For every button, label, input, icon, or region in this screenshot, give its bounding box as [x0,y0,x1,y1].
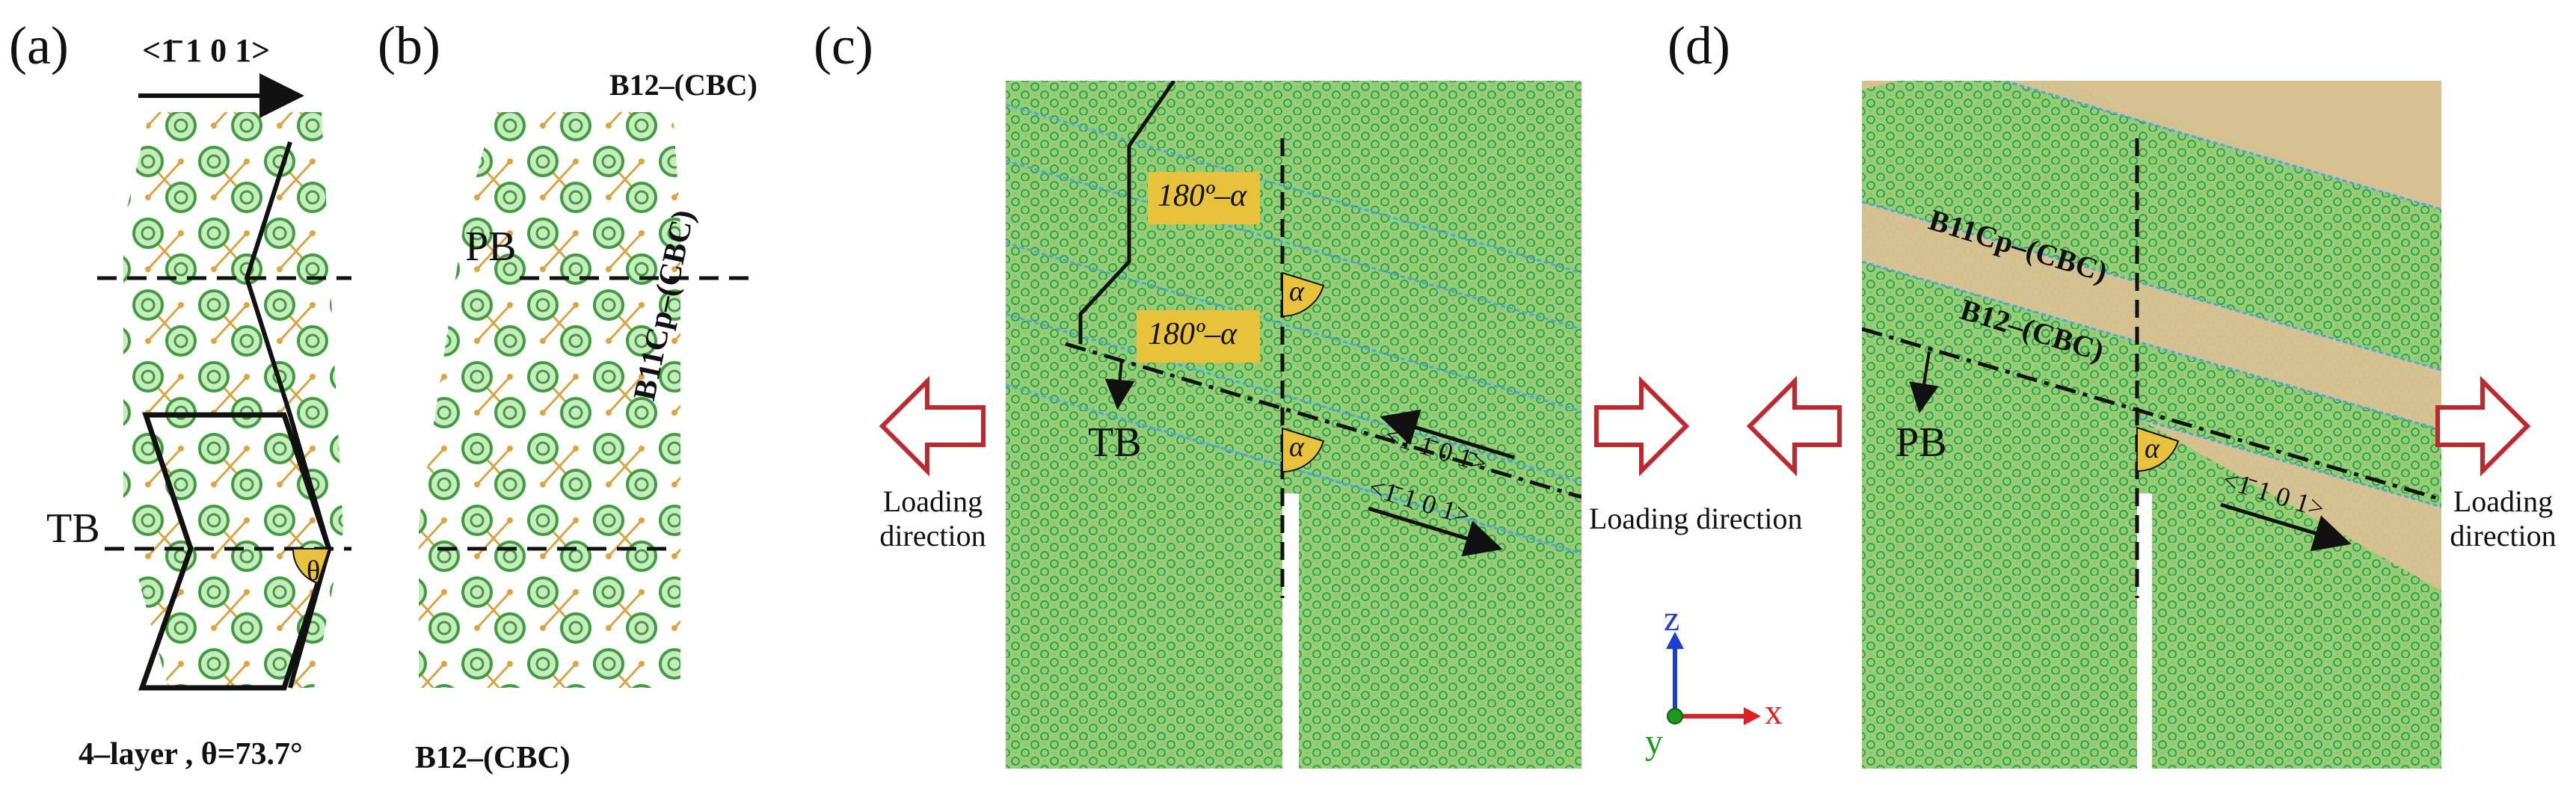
panel-a-unit-cell [138,412,332,691]
loading-arrow-d-right [2435,375,2531,477]
panel-b-structure [419,112,755,688]
panel-c-notch [1282,493,1299,769]
panel-d-notch [2137,493,2152,769]
panel-c-arrow-1 [1380,409,1515,460]
axes-indicator [1666,632,1761,725]
panel-c-tb-line [1065,342,1581,499]
panel-d-pb-line [1862,327,2441,502]
loading-arrow-c-left [879,375,986,477]
panel-a-structure [97,73,351,691]
axis-y-label: y [1645,722,1663,762]
panel-d-alpha-sector [2136,426,2180,472]
panel-c-angle-label-1: 180º–α [1158,179,1247,213]
panel-a-caption: 4–layer , θ=73.7° [79,737,303,772]
loading-arrow-c-right [1594,375,1690,477]
panel-c-tb-label: TB [1088,419,1142,466]
panel-d-alpha-label: α [2145,433,2160,464]
panel-d-loading-right: Loading direction [2450,484,2557,552]
panel-d-pb-pointer [1909,351,1939,413]
panel-a-theta-label: θ [307,555,321,587]
panel-b-top-label: B12–(CBC) [609,68,757,102]
panel-c-alpha-label-1: α [1289,276,1304,307]
panel-b-pb-label: PB [465,224,517,270]
panel-a-direction-label: <1̄ 1 0 1> [142,32,271,69]
panel-c-slab [1006,81,1581,769]
panel-c-angle-box-1 [1148,172,1260,224]
panel-d-slab [1862,81,2441,769]
loading-arrow-d-left [1746,375,1842,477]
panel-a-theta-sector [292,548,331,585]
panel-c-alpha-label-2: α [1289,431,1304,463]
panel-c-tb-pointer [1104,358,1135,410]
panel-d-letter: (d) [1667,16,1730,76]
panel-b-bottom-label: B12–(CBC) [415,741,571,775]
panel-d-pb-label: PB [1896,419,1947,466]
panel-c-angle-box-2 [1137,310,1260,363]
panel-c-step-outline [1078,81,1176,344]
panel-d-arrow [2220,502,2352,552]
panel-c-loading-left: Loading direction [879,484,986,552]
axis-z-label: z [1664,599,1680,638]
panel-c-alpha-sector-2 [1282,427,1325,473]
panel-a-letter: (a) [9,16,69,76]
panel-c-angle-label-2: 180º–α [1148,317,1238,351]
panel-a-tb-label: TB [46,505,100,552]
panel-b-letter: (b) [378,16,440,76]
panel-c-arrow-2 [1368,506,1503,557]
panel-c-letter: (c) [814,16,873,76]
panel-c-alpha-sector-1 [1282,271,1325,318]
axis-x-label: x [1765,692,1783,732]
panel-c-loading-right: Loading direction [1589,502,1803,535]
